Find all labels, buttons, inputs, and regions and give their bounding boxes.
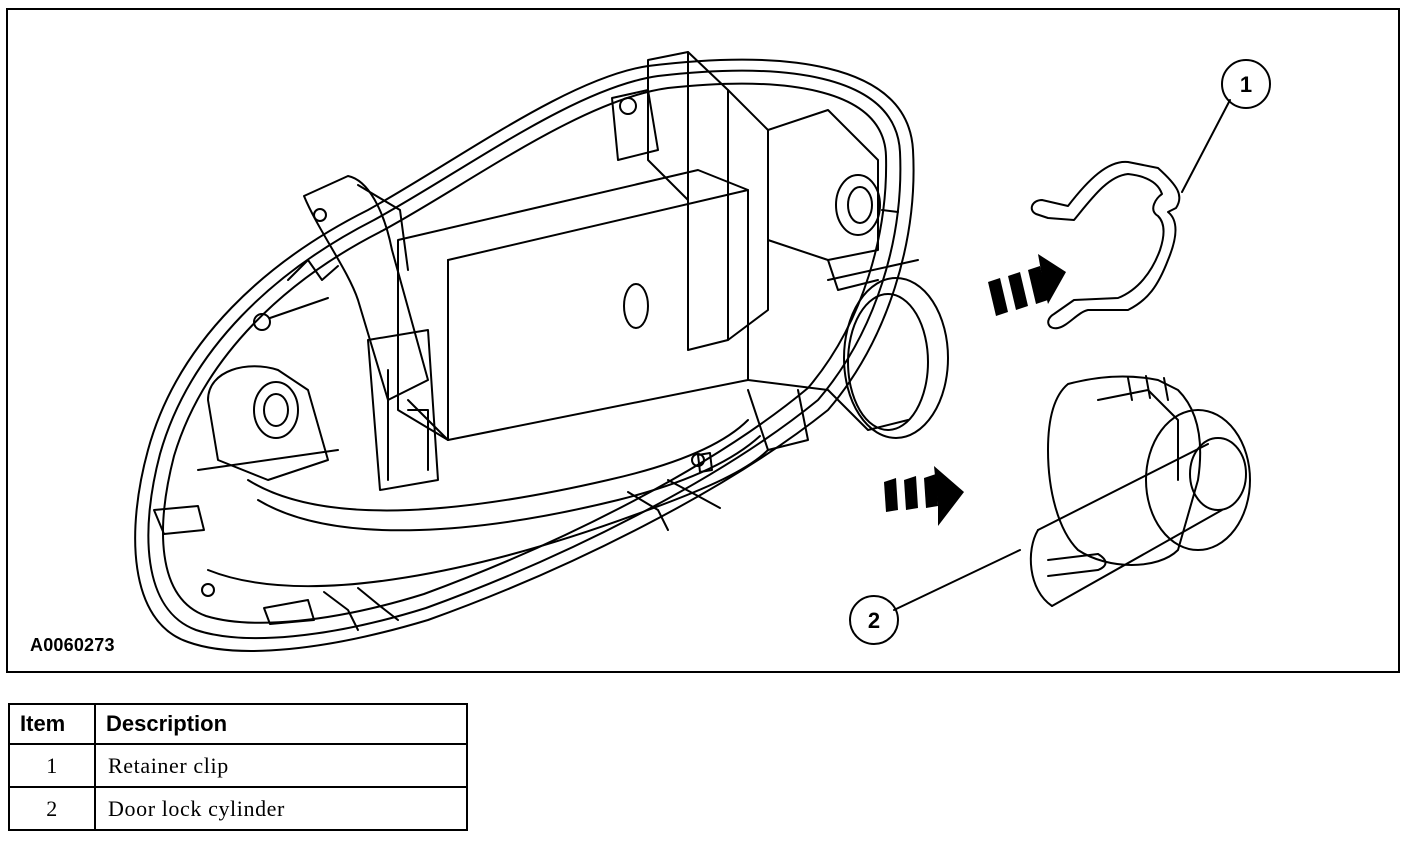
legend-item-number: 2 bbox=[8, 786, 96, 831]
legend-item-number: 1 bbox=[8, 743, 96, 788]
door-handle-housing bbox=[134, 51, 949, 652]
legend-header-row: Item Description bbox=[8, 703, 468, 745]
callout-2-number: 2 bbox=[868, 608, 880, 633]
direction-arrow-upper bbox=[988, 254, 1066, 316]
figure-frame: 1 2 A0060273 bbox=[6, 8, 1400, 673]
callout-2-leader bbox=[893, 549, 1021, 611]
legend-header-item: Item bbox=[8, 703, 96, 745]
callout-1-circle bbox=[1221, 59, 1271, 109]
callout-2-circle bbox=[849, 595, 899, 645]
legend-table: Item Description 1 Retainer clip 2 Door … bbox=[8, 703, 468, 831]
callout-1 bbox=[1181, 59, 1271, 193]
exploded-diagram: 1 2 bbox=[134, 51, 1271, 652]
legend-header-description: Description bbox=[94, 703, 468, 745]
figure-id: A0060273 bbox=[30, 635, 115, 655]
table-row: 2 Door lock cylinder bbox=[8, 786, 468, 831]
legend-item-description: Retainer clip bbox=[94, 743, 468, 788]
callout-2 bbox=[849, 549, 1021, 645]
direction-arrow-lower bbox=[884, 466, 964, 526]
door-lock-cylinder-part bbox=[1029, 375, 1251, 607]
callout-1-leader bbox=[1181, 99, 1231, 193]
callout-1-number: 1 bbox=[1240, 72, 1252, 97]
retainer-clip-part bbox=[1030, 160, 1181, 330]
legend-item-description: Door lock cylinder bbox=[94, 786, 468, 831]
table-row: 1 Retainer clip bbox=[8, 743, 468, 788]
